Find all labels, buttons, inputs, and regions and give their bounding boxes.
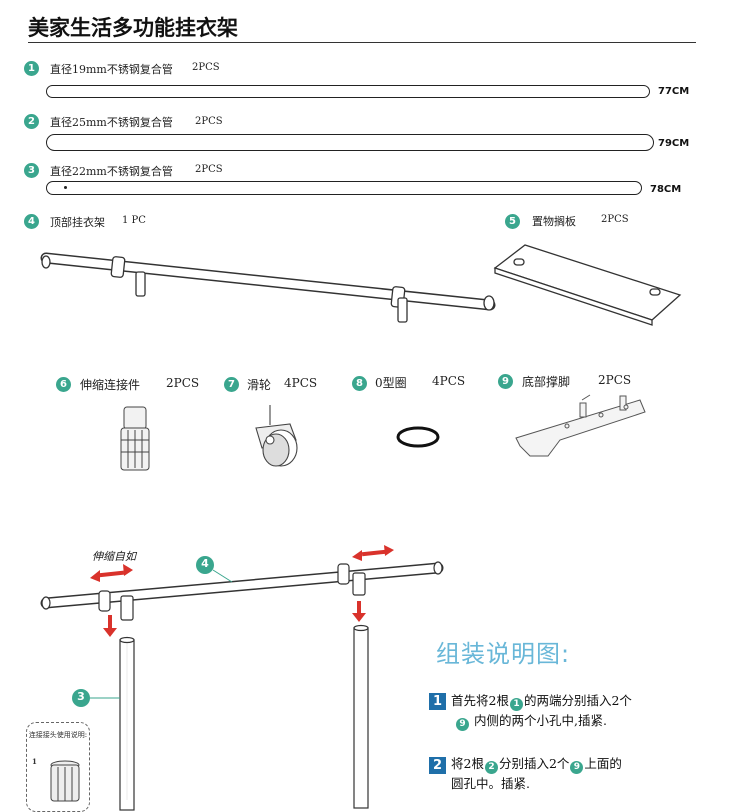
part-6-qty: 2PCS bbox=[166, 376, 200, 390]
part-4-qty: 1 PC bbox=[122, 215, 146, 226]
connector-note-title: 连接接头使用说明: bbox=[28, 731, 88, 739]
step-2-number: 2 bbox=[429, 757, 446, 774]
step-2-ref-foot: 9 bbox=[570, 761, 584, 774]
part-5-qty: 2PCS bbox=[601, 214, 629, 225]
step-2-ref-part: 2 bbox=[484, 761, 498, 774]
step-2-line2: 圆孔中。插紧. bbox=[451, 776, 530, 791]
step-1-post: 内侧的两个小孔中,插紧. bbox=[473, 713, 607, 728]
connector-note: 连接接头使用说明: 1 bbox=[26, 722, 90, 812]
title-divider bbox=[28, 42, 696, 43]
part-5-label: 置物搁板 bbox=[532, 215, 576, 228]
part-1-qty: 2PCS bbox=[192, 62, 220, 73]
callout-3-label: 3 bbox=[77, 690, 85, 703]
part-2-length: 79CM bbox=[658, 138, 690, 149]
part-3-badge: 3 bbox=[24, 163, 39, 178]
part-8-label: 0型圈 bbox=[375, 376, 407, 390]
connector-note-drawing bbox=[50, 760, 80, 802]
part-3-pipe bbox=[46, 181, 642, 195]
part-1-label: 直径19mm不锈钢复合管 bbox=[50, 63, 173, 76]
part-9-badge: 9 bbox=[498, 374, 513, 389]
part-4-label: 顶部挂衣架 bbox=[50, 216, 105, 229]
part-1-length: 77CM bbox=[658, 86, 690, 97]
step-1-ref-part: 1 bbox=[509, 698, 523, 711]
connector-note-step: 1 bbox=[32, 757, 37, 766]
part-9-qty: 2PCS bbox=[598, 373, 632, 387]
part-3-length: 78CM bbox=[650, 184, 682, 195]
step-2-pre: 将2根 bbox=[451, 756, 484, 771]
part-5-badge: 5 bbox=[505, 214, 520, 229]
part-1-badge: 1 bbox=[24, 61, 39, 76]
step-1-mid: 的两端分别插入2个 bbox=[523, 693, 632, 708]
part-3-label: 直径22mm不锈钢复合管 bbox=[50, 165, 173, 178]
part-3-pipe-hole bbox=[64, 186, 67, 189]
part-1-pipe bbox=[46, 85, 650, 98]
part-6-label: 伸缩连接件 bbox=[80, 378, 141, 392]
part-2-qty: 2PCS bbox=[195, 116, 223, 127]
part-2-pipe bbox=[46, 134, 654, 151]
step-1-ref-foot: 9 bbox=[456, 718, 469, 731]
step-2-mid: 分别插入2个 bbox=[498, 756, 570, 771]
callout-4-label: 4 bbox=[201, 557, 209, 570]
part-3-qty: 2PCS bbox=[195, 164, 223, 175]
part-7-qty: 4PCS bbox=[284, 376, 318, 390]
step-1-number: 1 bbox=[429, 693, 446, 710]
part-7-label: 滑轮 bbox=[247, 378, 272, 392]
page-title: 美家生活多功能挂衣架 bbox=[28, 16, 238, 40]
assembly-heading: 组装说明图: bbox=[436, 640, 571, 668]
step-2-post: 上面的 bbox=[584, 756, 622, 771]
part-8-qty: 4PCS bbox=[432, 374, 466, 388]
telescopic-callout: 伸缩自如 bbox=[92, 550, 136, 563]
part-2-label: 直径25mm不锈钢复合管 bbox=[50, 116, 173, 129]
part-8-badge: 8 bbox=[352, 376, 367, 391]
part-6-badge: 6 bbox=[56, 377, 71, 392]
part-2-badge: 2 bbox=[24, 114, 39, 129]
part-7-badge: 7 bbox=[224, 377, 239, 392]
step-1-pre: 首先将2根 bbox=[451, 693, 509, 708]
part-9-label: 底部撑脚 bbox=[522, 375, 571, 389]
part-4-badge: 4 bbox=[24, 214, 39, 229]
